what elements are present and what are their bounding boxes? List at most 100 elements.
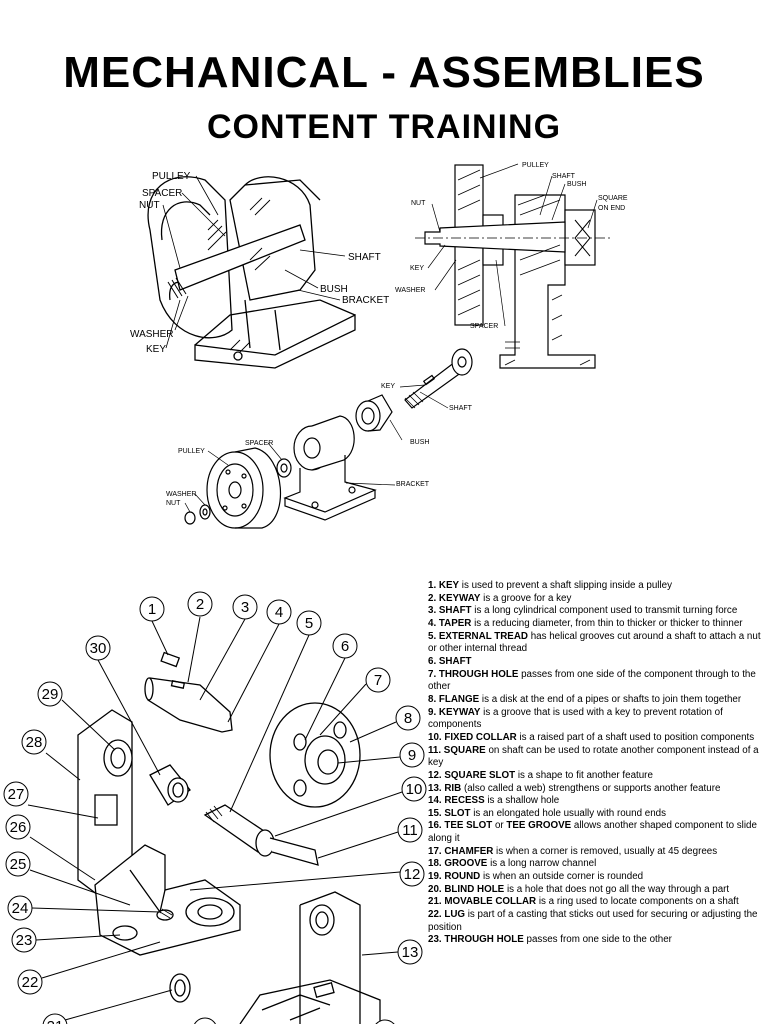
- definition-text: is a reducing diameter, from thin to thi…: [471, 617, 743, 629]
- definition-item: 19. ROUND is when an outside corner is r…: [428, 871, 768, 884]
- definition-item: 5. EXTERNAL TREAD has helical grooves cu…: [428, 631, 768, 656]
- fig3-label-washer: WASHER: [166, 491, 196, 498]
- callout-3: [199, 594, 258, 701]
- definition-term: 7. THROUGH HOLE: [428, 668, 519, 680]
- callout-number: 1: [148, 601, 156, 618]
- definition-text: is a raised part of a shaft used to posi…: [516, 731, 755, 743]
- definition-item: 7. THROUGH HOLE passes from one side of …: [428, 669, 768, 694]
- definition-item: 2. KEYWAY is a groove for a key: [428, 593, 768, 606]
- definition-text: is a ring used to locate components on a…: [536, 896, 739, 908]
- definition-text: is a shallow hole: [484, 795, 560, 807]
- definition-term: 13. RIB: [428, 782, 462, 794]
- definition-term: 1. KEY: [428, 580, 460, 591]
- callout-number: 5: [305, 615, 313, 632]
- definition-item: 22. LUG is part of a casting that sticks…: [428, 909, 768, 934]
- callout-number: 10: [406, 781, 423, 798]
- callout-1: [139, 596, 169, 656]
- callout-5: [229, 610, 322, 813]
- fig2-label-nut: NUT: [411, 200, 426, 207]
- callout-11: [317, 817, 423, 859]
- definition-item: 20. BLIND HOLE is a hole that does not g…: [428, 884, 768, 897]
- callout-22: [17, 941, 161, 995]
- callout-number: 9: [408, 747, 416, 764]
- definition-item: 15. SLOT is an elongated hole usually wi…: [428, 808, 768, 821]
- definition-item: 17. CHAMFER is when a corner is removed,…: [428, 846, 768, 859]
- callout-extra-b: [375, 1019, 395, 1024]
- fig3-exploded-view: [184, 348, 473, 529]
- fig1-label-nut: NUT: [139, 200, 160, 211]
- definition-term: 8. FLANGE: [428, 693, 480, 705]
- page-subtitle: CONTENT TRAINING: [206, 108, 562, 146]
- callout-27: [3, 781, 99, 819]
- definition-term: 21. MOVABLE COLLAR: [428, 896, 537, 908]
- definition-term: 20. BLIND HOLE: [428, 883, 505, 895]
- callout-24: [7, 895, 161, 921]
- fig1-label-bracket: BRACKET: [342, 295, 389, 306]
- callout-extra-a: [194, 1017, 216, 1024]
- fig2-label-square: SQUARE: [598, 195, 628, 202]
- definition-text: or: [492, 820, 507, 832]
- fig3-label-shaft: SHAFT: [449, 405, 473, 412]
- definition-term: 2. KEYWAY: [428, 592, 481, 604]
- callout-30: [85, 635, 161, 776]
- callout-6: [304, 633, 358, 741]
- fig2-label-key: KEY: [410, 265, 424, 272]
- callout-29: [37, 681, 116, 751]
- callout-number: 27: [8, 786, 25, 803]
- definition-term: 22. LUG: [428, 909, 466, 921]
- definition-term: 19. ROUND: [428, 871, 481, 883]
- definition-term: 17. CHAMFER: [428, 845, 494, 857]
- definition-text: is a long narrow channel: [487, 858, 597, 870]
- definition-text: is when an outside corner is rounded: [480, 871, 644, 883]
- fig1-sectioned-assembly: [147, 175, 356, 369]
- definition-term: 18. GROOVE: [428, 858, 488, 870]
- fig4-features-drawing: [77, 651, 381, 1024]
- definition-text: passes from one side to the other: [523, 934, 672, 946]
- definition-text: is a long cylindrical component used to …: [471, 605, 738, 617]
- callout-number: 3: [241, 599, 249, 616]
- callout-number: 7: [374, 672, 382, 689]
- definition-text: is used to prevent a shaft slipping insi…: [459, 580, 672, 591]
- fig2-label-bush: BUSH: [567, 181, 586, 188]
- definition-text: is when a corner is removed, usually at …: [493, 845, 718, 857]
- callout-number: 21: [47, 1018, 64, 1024]
- callout-13: [361, 939, 423, 965]
- fig4-callouts: [3, 591, 427, 1024]
- callout-2: [187, 591, 213, 683]
- definition-item: 3. SHAFT is a long cylindrical component…: [428, 605, 768, 618]
- definition-item: 23. THROUGH HOLE passes from one side to…: [428, 934, 768, 947]
- fig3-label-nut: NUT: [166, 500, 181, 507]
- fig1-label-shaft: SHAFT: [348, 252, 381, 263]
- definition-item: 11. SQUARE on shaft can be used to rotat…: [428, 745, 768, 770]
- definition-term: 5. EXTERNAL TREAD: [428, 630, 528, 642]
- callout-number: 13: [402, 944, 419, 961]
- fig3-label-pulley: PULLEY: [178, 448, 205, 455]
- definition-term: 15. SLOT: [428, 807, 471, 819]
- definition-term: 9. KEYWAY: [428, 706, 481, 718]
- definition-text: is a disk at the end of a pipes or shaft…: [479, 693, 742, 705]
- callout-number: 8: [404, 710, 412, 727]
- fig2-label-pulley: PULLEY: [522, 162, 549, 169]
- definition-term: 23. THROUGH HOLE: [428, 934, 524, 946]
- callout-number: 4: [275, 604, 283, 621]
- definition-term: TEE GROOVE: [506, 820, 572, 832]
- definition-item: 21. MOVABLE COLLAR is a ring used to loc…: [428, 896, 768, 909]
- definition-item: 14. RECESS is a shallow hole: [428, 795, 768, 808]
- fig3-label-spacer: SPACER: [245, 440, 273, 447]
- fig4-callout-numbers: 1 2 3 4 5 6 7 8 9 10 11 12 13 22 23 24 2…: [8, 596, 423, 1024]
- page-title: MECHANICAL - ASSEMBLIES: [63, 48, 705, 97]
- callout-number: 25: [10, 856, 27, 873]
- callout-10: [274, 776, 427, 837]
- definition-text: (also called a web) strengthens or suppo…: [461, 782, 721, 794]
- fig1-label-key: KEY: [146, 344, 166, 355]
- callout-9: [337, 742, 425, 768]
- definition-term: 10. FIXED COLLAR: [428, 731, 517, 743]
- definition-term: 12. SQUARE SLOT: [428, 769, 516, 781]
- definition-term: 14. RECESS: [428, 795, 485, 807]
- definition-item: 1. KEY is used to prevent a shaft slippi…: [428, 580, 768, 593]
- definition-term: 3. SHAFT: [428, 605, 472, 617]
- definition-text: is part of a casting that sticks out use…: [428, 909, 758, 933]
- definition-text: is a hole that does not go all the way t…: [504, 883, 730, 895]
- definition-item: 4. TAPER is a reducing diameter, from th…: [428, 618, 768, 631]
